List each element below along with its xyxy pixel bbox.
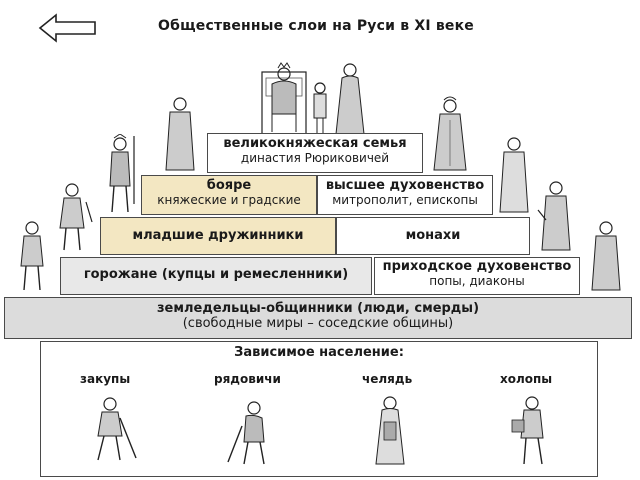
- tier-townspeople: горожане (купцы и ремесленники): [60, 257, 372, 295]
- boyar-figure-icon: [162, 96, 198, 174]
- dependent-label-kholopy: холопы: [500, 372, 553, 386]
- dependent-label-ryadovichi: рядовичи: [214, 372, 281, 386]
- tier-parish-clergy: приходское духовенство попы, диаконы: [374, 257, 580, 295]
- tier-farmers-subtitle: (свободные миры – соседские общины): [182, 315, 454, 331]
- tier-high-clergy: высшее духовенство митрополит, епископы: [317, 175, 493, 215]
- tier-junior-guard-title: младшие дружинники: [132, 228, 304, 243]
- tier-dependent: Зависимое население:: [40, 341, 598, 477]
- tier-farmers-title: земледельцы-общинники (люди, смерды): [156, 301, 480, 316]
- monk-figure-icon: [496, 134, 532, 216]
- tier-grand-prince-family: великокняжеская семья династия Рюрикович…: [207, 133, 423, 173]
- dependent-label-chelyad: челядь: [362, 372, 413, 386]
- tier-grand-prince-family-title: великокняжеская семья: [223, 136, 407, 151]
- tier-monks-title: монахи: [405, 228, 461, 243]
- tier-townspeople-title: горожане (купцы и ремесленники): [83, 267, 349, 282]
- tier-boyars-subtitle: княжеские и градские: [157, 192, 301, 207]
- back-arrow-icon[interactable]: [38, 12, 98, 44]
- tier-monks: монахи: [336, 217, 530, 255]
- ryadovich-figure-icon: [222, 398, 282, 468]
- tier-farmers: земледельцы-общинники (люди, смерды) (св…: [4, 297, 632, 339]
- kholop-figure-icon: [506, 394, 556, 468]
- deacon-figure-icon: [588, 220, 624, 294]
- tier-dependent-heading: Зависимое население:: [234, 345, 404, 360]
- tier-boyars-title: бояре: [206, 178, 252, 193]
- chelyad-figure-icon: [368, 394, 412, 468]
- tier-high-clergy-title: высшее духовенство: [325, 178, 485, 193]
- tier-high-clergy-subtitle: митрополит, епископы: [332, 192, 478, 207]
- tier-parish-clergy-subtitle: попы, диаконы: [429, 273, 525, 288]
- townsman-figure-icon: [14, 220, 50, 294]
- junior-warrior-figure-icon: [54, 182, 94, 254]
- tier-boyars: бояре княжеские и градские: [141, 175, 317, 215]
- priest-figure-icon: [534, 180, 574, 254]
- dependent-label-zakupy: закупы: [80, 372, 131, 386]
- diagram-title: Общественные слои на Руси в XI веке: [158, 18, 474, 34]
- tier-junior-guard: младшие дружинники: [100, 217, 336, 255]
- tier-parish-clergy-title: приходское духовенство: [382, 259, 572, 274]
- metropolitan-figure-icon: [430, 96, 470, 174]
- tier-grand-prince-family-subtitle: династия Рюриковичей: [240, 150, 390, 165]
- warrior-figure-icon: [100, 134, 140, 216]
- grand-prince-figure-icon: [258, 60, 370, 138]
- zakup-figure-icon: [80, 394, 140, 466]
